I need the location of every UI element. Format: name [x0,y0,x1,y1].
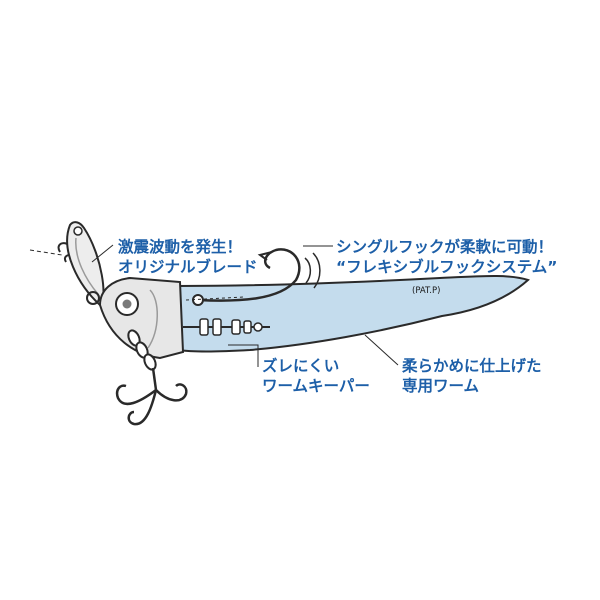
callout-keeper-line2: ワームキーパー [262,377,370,395]
callout-worm: 柔らかめに仕上げた 専用ワーム [402,356,542,396]
callout-blade-line2: オリジナルブレード [118,258,258,276]
fishing-line [29,249,63,256]
eye [115,292,139,316]
treble-hook [115,367,188,426]
callout-blade-line1: 激震波動を発生！ [118,238,243,256]
treble-hook-chain [127,329,157,371]
worm-keeper [183,318,270,336]
single-hook [185,248,301,306]
callout-hook-line1: シングルフックが柔軟に可動！ [336,238,554,256]
split-ring [86,291,100,305]
motion-marks [304,252,321,289]
callout-keeper-line1: ズレにくい [262,357,340,375]
patent-note: (PAT.P) [412,286,441,296]
callout-worm-line2: 専用ワーム [402,377,480,395]
callout-worm-line1: 柔らかめに仕上げた [402,357,542,375]
leader-lines [91,244,399,367]
blade [66,221,105,307]
callout-blade: 激震波動を発生！ オリジナルブレード [118,237,258,277]
callout-keeper: ズレにくい ワームキーパー [262,356,370,396]
worm-body [177,275,530,353]
callout-hook-line2: “フレキシブルフックシステム” [336,258,558,276]
head-shading [147,289,158,349]
callout-hook: シングルフックが柔軟に可動！ “フレキシブルフックシステム” [336,237,557,277]
